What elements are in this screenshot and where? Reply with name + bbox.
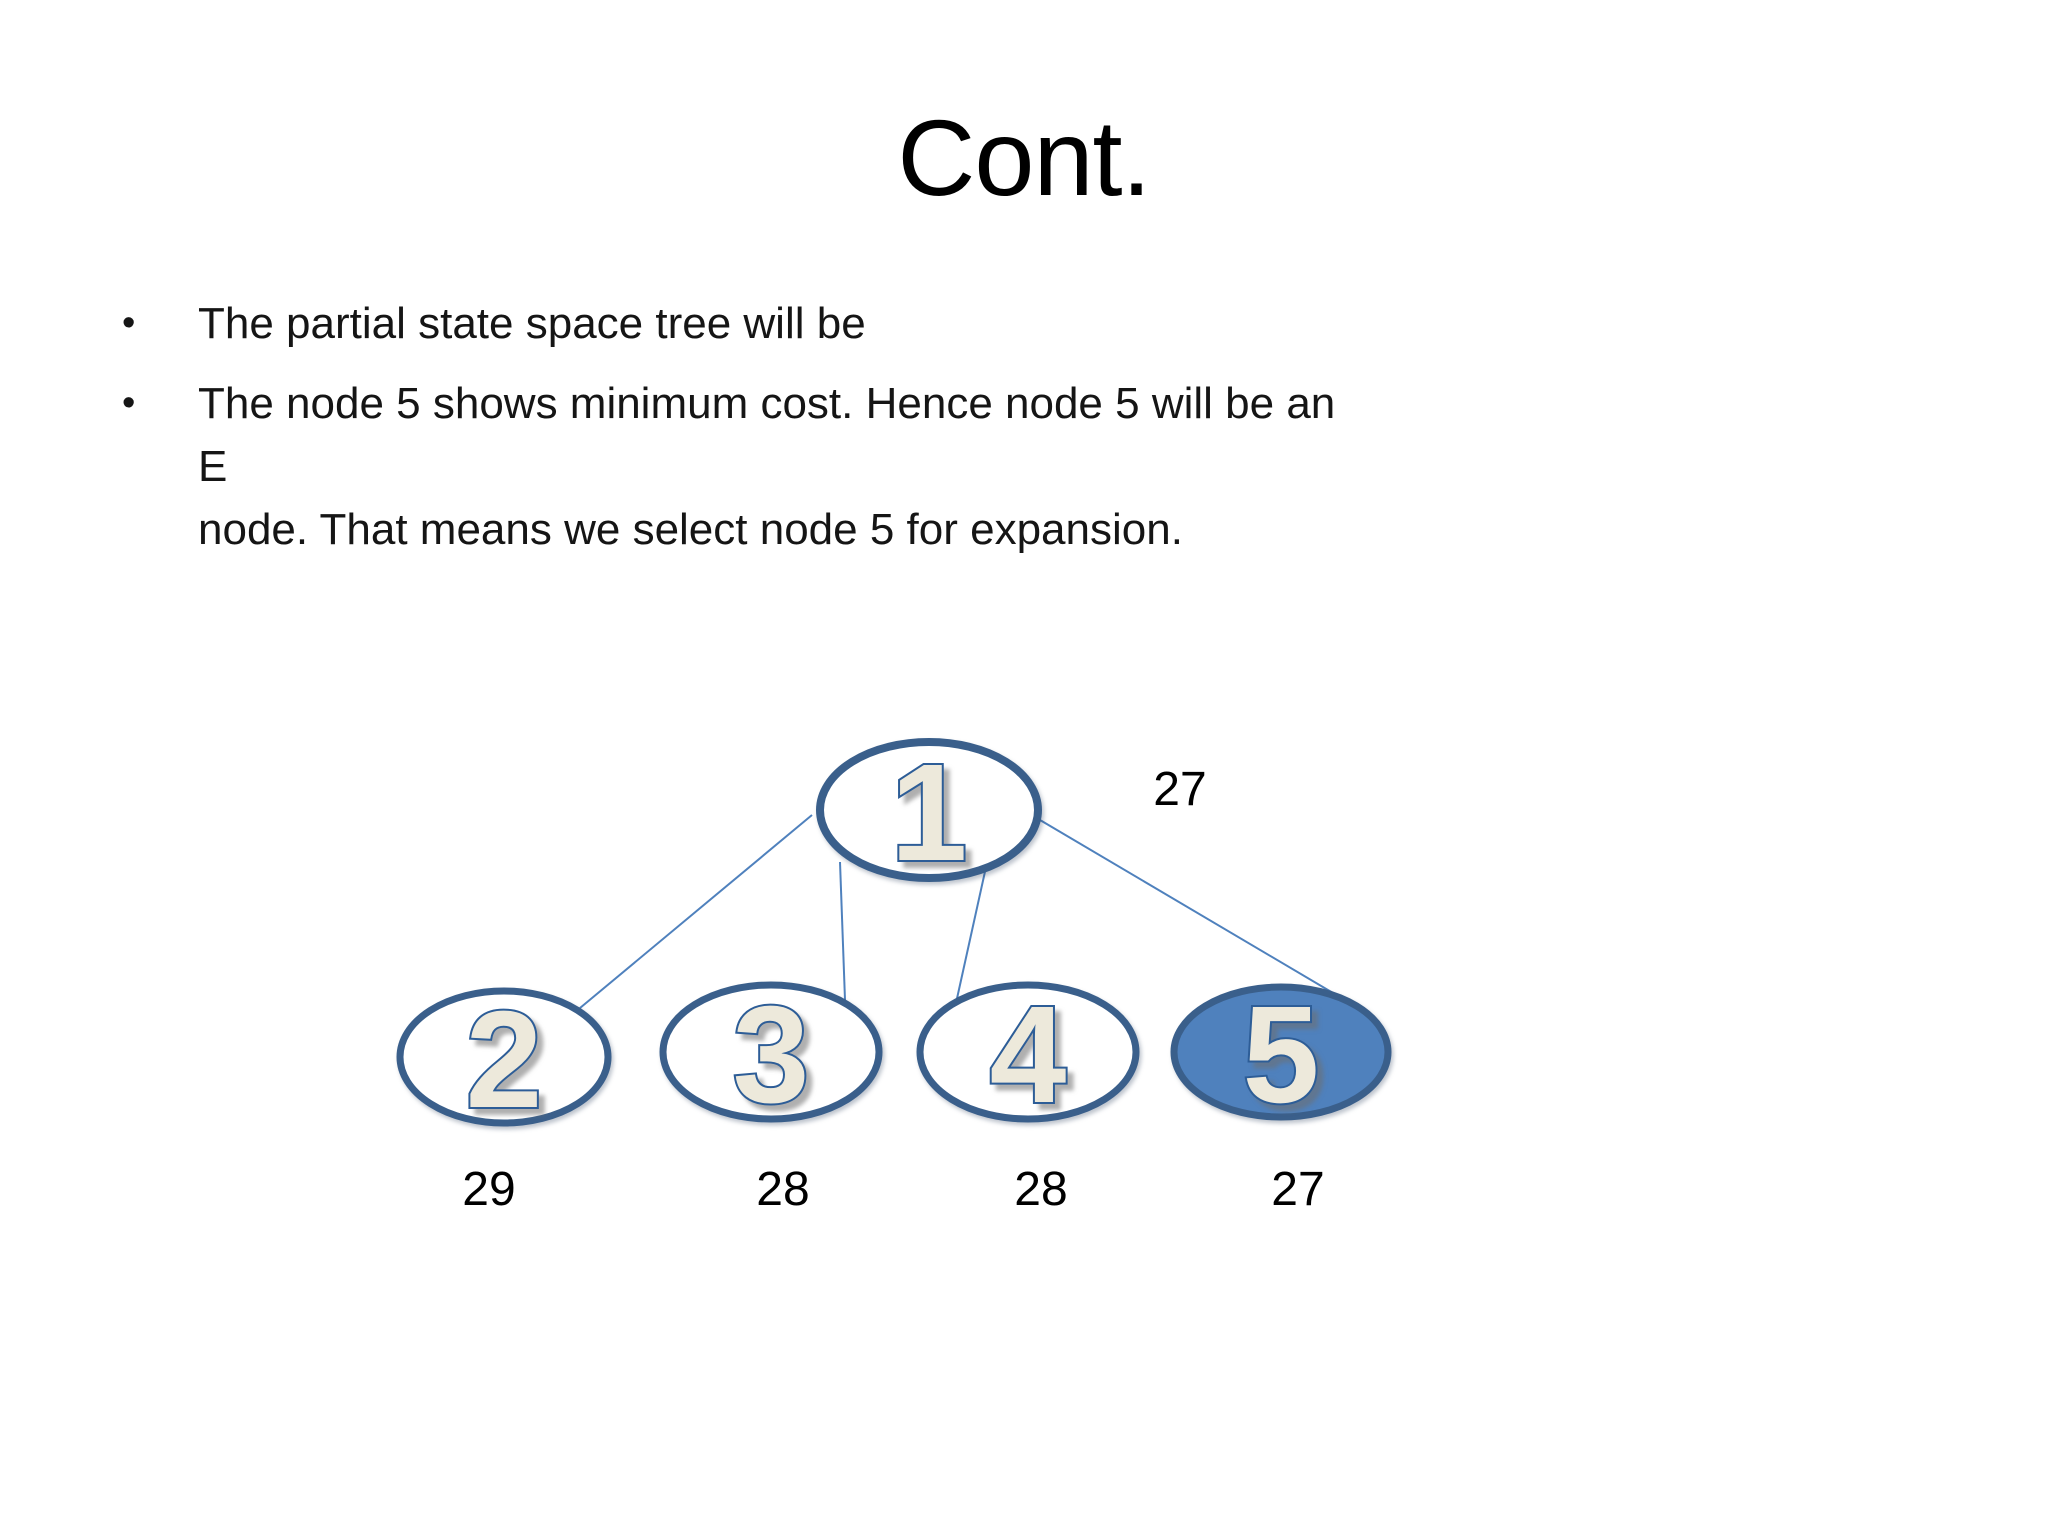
node-4-ellipse [916, 981, 1140, 1123]
node-5-cost-label: 27 [1271, 1163, 1324, 1216]
node-3-cost-label: 28 [756, 1163, 809, 1216]
bullet-icon: • [122, 382, 136, 424]
bullet-text: The partial state space tree will be [198, 292, 866, 355]
bullet-text: The node 5 shows minimum cost. Hence nod… [198, 372, 1362, 561]
node-3-ellipse [659, 981, 883, 1123]
node-2-cost-label: 29 [462, 1163, 515, 1216]
bullet-list: • The partial state space tree will be •… [122, 292, 1362, 578]
bullet-item: • The node 5 shows minimum cost. Hence n… [122, 372, 1362, 561]
edge-node1-node2 [579, 814, 813, 1009]
node-5-label: 5 [1243, 978, 1320, 1132]
bullet-line: node. That means we select node 5 for ex… [198, 505, 1183, 554]
bullet-item: • The partial state space tree will be [122, 292, 1362, 355]
slide-title: Cont. [897, 97, 1151, 218]
node-3-label: 3 [733, 978, 810, 1132]
node-1-cost-label: 27 [1153, 763, 1206, 816]
bullet-line: The partial state space tree will be [198, 299, 866, 348]
node-4-cost-label: 28 [1014, 1163, 1067, 1216]
bullet-line: The node 5 shows minimum cost. Hence nod… [198, 379, 1336, 491]
node-1-label: 1 [891, 736, 968, 890]
node-2-label: 2 [466, 983, 543, 1137]
edge-node1-node4 [955, 857, 989, 1004]
edge-node1-node3 [839, 861, 846, 1001]
node-2-ellipse [396, 987, 612, 1127]
node-1-ellipse [816, 738, 1042, 882]
bullet-icon: • [122, 302, 136, 344]
node-4-label: 4 [990, 978, 1067, 1132]
edge-node1-node5 [1039, 819, 1351, 1004]
node-5-ellipse [1170, 983, 1392, 1121]
